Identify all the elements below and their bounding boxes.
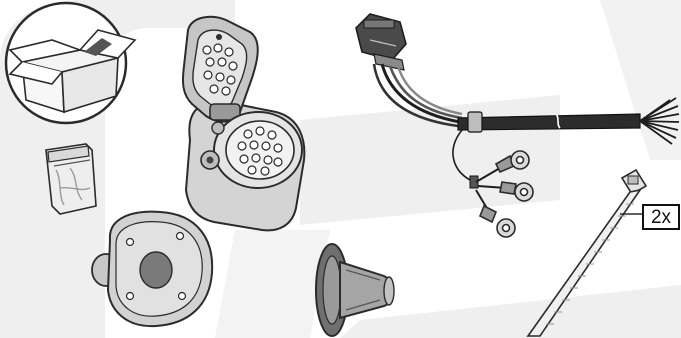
- quantity-label: 2x: [650, 206, 672, 228]
- quantity-badge: 2x: [642, 204, 680, 230]
